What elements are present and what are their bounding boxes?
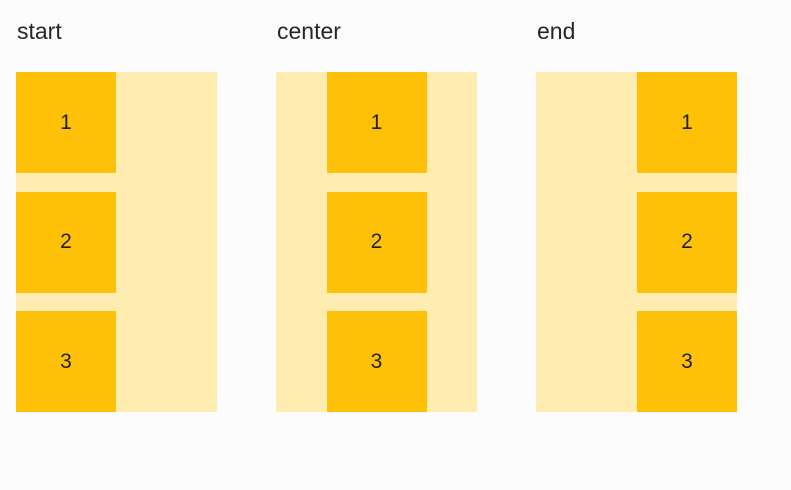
flex-item-label: 3 <box>681 349 693 373</box>
flex-item-label: 2 <box>370 230 383 253</box>
flex-item: 3 <box>16 311 116 412</box>
flex-item-label: 2 <box>60 230 72 253</box>
flex-item: 3 <box>637 311 737 412</box>
flex-item-label: 1 <box>681 110 693 134</box>
flex-item-label: 2 <box>681 230 693 253</box>
flex-item: 1 <box>16 72 116 173</box>
flex-item: 2 <box>16 191 116 293</box>
flex-item: 1 <box>637 72 737 173</box>
flex-item: 2 <box>326 191 427 293</box>
flex-item-label: 1 <box>370 110 383 134</box>
flex-item: 1 <box>326 72 427 173</box>
flex-container-center: 1 2 3 <box>276 72 477 412</box>
flex-item-label: 3 <box>370 349 383 373</box>
demo-label-start: start <box>17 18 62 44</box>
demo-label-center: center <box>277 18 341 44</box>
flex-item: 3 <box>326 311 427 412</box>
flex-item-label: 1 <box>60 110 72 134</box>
demo-label-end: end <box>537 18 576 44</box>
flex-item: 2 <box>637 191 737 293</box>
flex-item-label: 3 <box>60 349 72 373</box>
flex-container-end: 1 2 3 <box>536 72 737 412</box>
flex-container-start: 1 2 3 <box>16 72 217 412</box>
